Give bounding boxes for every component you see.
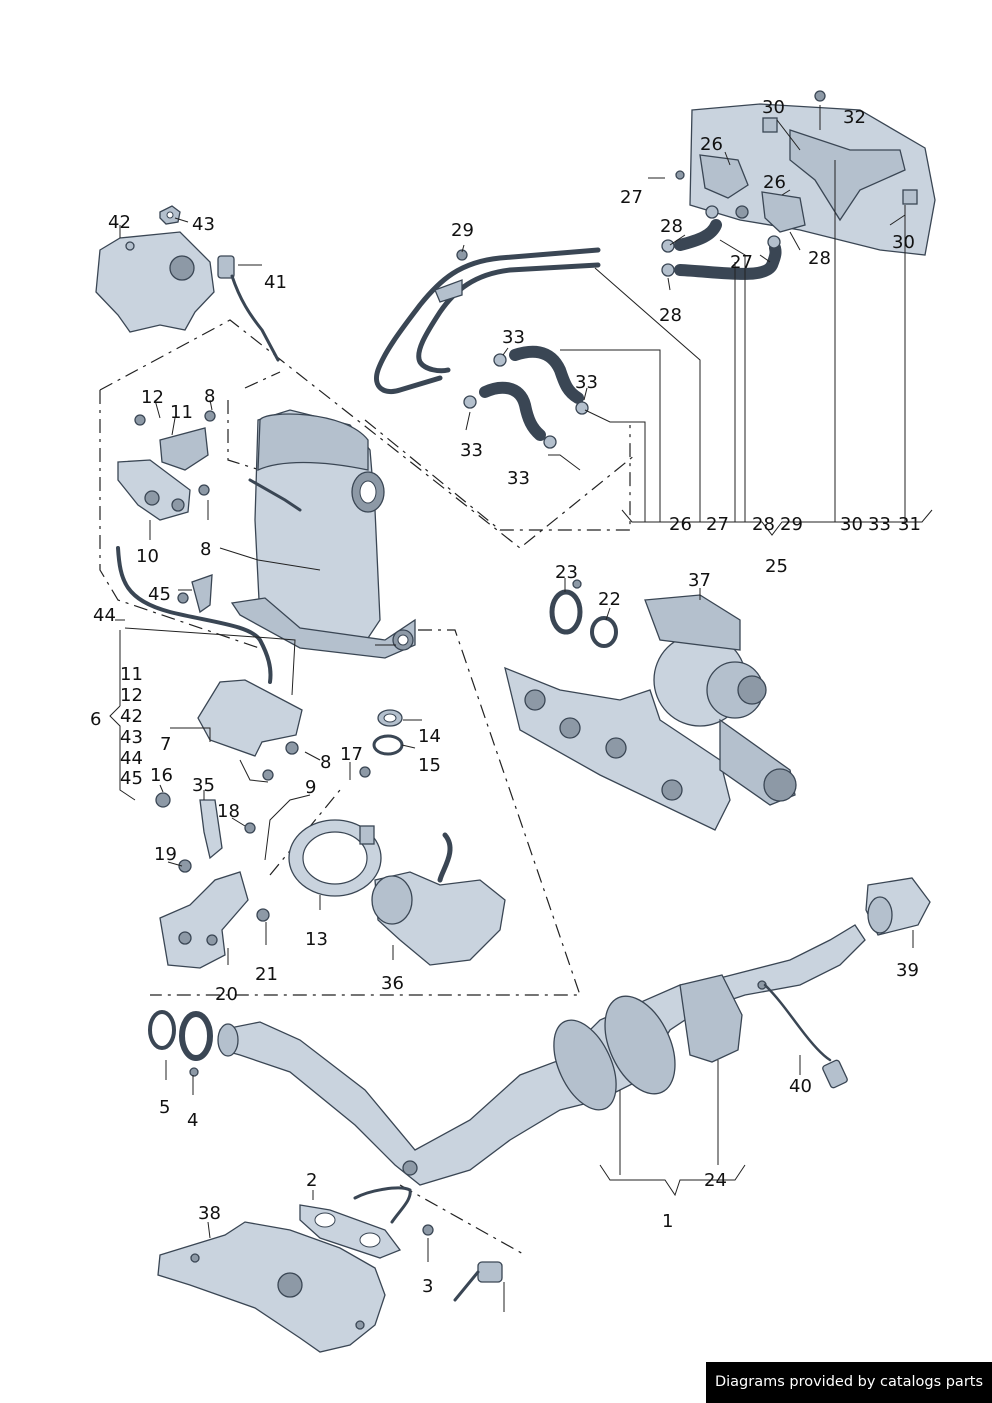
sensor-bracket-plate	[675, 90, 936, 256]
callout-2: 2	[306, 1170, 317, 1191]
callout-10: 10	[136, 546, 159, 567]
callout-14: 14	[418, 726, 441, 747]
nut-43	[159, 205, 181, 225]
heat-shield-lower	[197, 679, 303, 781]
callout-4: 4	[187, 1110, 198, 1131]
callout-5: 5	[159, 1097, 170, 1118]
callout-36: 36	[381, 973, 404, 994]
callout-24: 24	[704, 1170, 727, 1191]
callout-group6-45: 45	[120, 768, 143, 789]
callout-33-right: 33	[575, 372, 598, 393]
group-dashed-boundaries	[99, 319, 636, 1256]
pipe-44	[116, 546, 273, 684]
pressure-pipes	[374, 247, 601, 395]
callout-39: 39	[896, 960, 919, 981]
callout-28-right: 28	[808, 248, 831, 269]
turbocharger-37	[504, 594, 797, 831]
callout-27-middle: 27	[730, 252, 753, 273]
callout-30-bottom: 30	[840, 514, 863, 535]
callout-20: 20	[215, 984, 238, 1005]
callout-44: 44	[93, 605, 116, 626]
callout-30-top: 30	[762, 97, 785, 118]
callout-16: 16	[150, 765, 173, 786]
callout-labels: 42 43 41 12 8 11 10 8 45 44 11 12 6 42 4…	[90, 97, 921, 1297]
callout-group6-43: 43	[120, 727, 143, 748]
callout-28-bottom: 28	[752, 514, 775, 535]
support-bracket-38	[157, 1221, 386, 1353]
bracket-10-11	[117, 410, 216, 521]
callout-35: 35	[192, 775, 215, 796]
callout-27-left: 27	[620, 187, 643, 208]
callout-8-middle: 8	[200, 539, 211, 560]
gasket-5-clamp-4	[148, 1010, 213, 1077]
clamp-23-gasket-22	[549, 579, 618, 648]
seal-and-clamp-14-15	[359, 709, 404, 778]
leader-lines	[109, 105, 933, 1312]
callout-25: 25	[765, 556, 788, 577]
callout-33-bottom: 33	[868, 514, 891, 535]
callout-7: 7	[160, 734, 171, 755]
callout-8-lower: 8	[320, 752, 331, 773]
callout-11: 11	[170, 402, 193, 423]
callout-43: 43	[192, 214, 215, 235]
callout-29-top: 29	[451, 220, 474, 241]
callout-26-left: 26	[700, 134, 723, 155]
callout-6: 6	[90, 709, 101, 730]
callout-8-upper: 8	[204, 386, 215, 407]
callout-1: 1	[662, 1211, 673, 1232]
callout-33-lower: 33	[507, 468, 530, 489]
flange-2	[299, 1186, 434, 1259]
callout-31: 31	[898, 514, 921, 535]
lambda-sensor-41	[217, 255, 280, 362]
bracket-35	[155, 792, 256, 873]
callout-12: 12	[141, 387, 164, 408]
callout-42: 42	[108, 212, 131, 233]
heat-shield-upper	[95, 231, 215, 333]
callout-22: 22	[598, 589, 621, 610]
callout-41: 41	[264, 272, 287, 293]
callout-17: 17	[340, 744, 363, 765]
callout-27-bottom: 27	[706, 514, 729, 535]
callout-19: 19	[154, 844, 177, 865]
callout-18: 18	[217, 801, 240, 822]
callout-29-bottom: 29	[780, 514, 803, 535]
callout-26-right: 26	[763, 172, 786, 193]
callout-38: 38	[198, 1203, 221, 1224]
callout-13: 13	[305, 929, 328, 950]
callout-9: 9	[305, 777, 316, 798]
callout-30-right: 30	[892, 232, 915, 253]
connector-39	[865, 877, 931, 936]
callout-32: 32	[843, 107, 866, 128]
clamp-13	[288, 819, 382, 897]
callout-26-bottom: 26	[669, 514, 692, 535]
callout-15: 15	[418, 755, 441, 776]
callout-28-upper: 28	[660, 216, 683, 237]
callout-group6-12: 12	[120, 685, 143, 706]
callout-40: 40	[789, 1076, 812, 1097]
callout-21: 21	[255, 964, 278, 985]
callout-33-left: 33	[460, 440, 483, 461]
pressure-sensor-46	[453, 1261, 503, 1302]
callout-group6-42: 42	[120, 706, 143, 727]
rubber-hoses-33	[463, 205, 782, 449]
connecting-pipe-36	[371, 832, 506, 966]
sensor-40	[763, 983, 848, 1089]
callout-23: 23	[555, 562, 578, 583]
callout-33-upper: 33	[502, 327, 525, 348]
callout-37: 37	[688, 570, 711, 591]
callout-45: 45	[148, 584, 171, 605]
particulate-filter	[230, 409, 416, 659]
catalog-attribution-footer: Diagrams provided by catalogs parts	[706, 1362, 992, 1403]
callout-group6-44: 44	[120, 748, 143, 769]
mounting-bracket-20	[159, 871, 270, 969]
front-exhaust-pipe-1	[217, 924, 866, 1186]
callout-28-lower: 28	[659, 305, 682, 326]
callout-3: 3	[422, 1276, 433, 1297]
callout-group6-11: 11	[120, 664, 143, 685]
